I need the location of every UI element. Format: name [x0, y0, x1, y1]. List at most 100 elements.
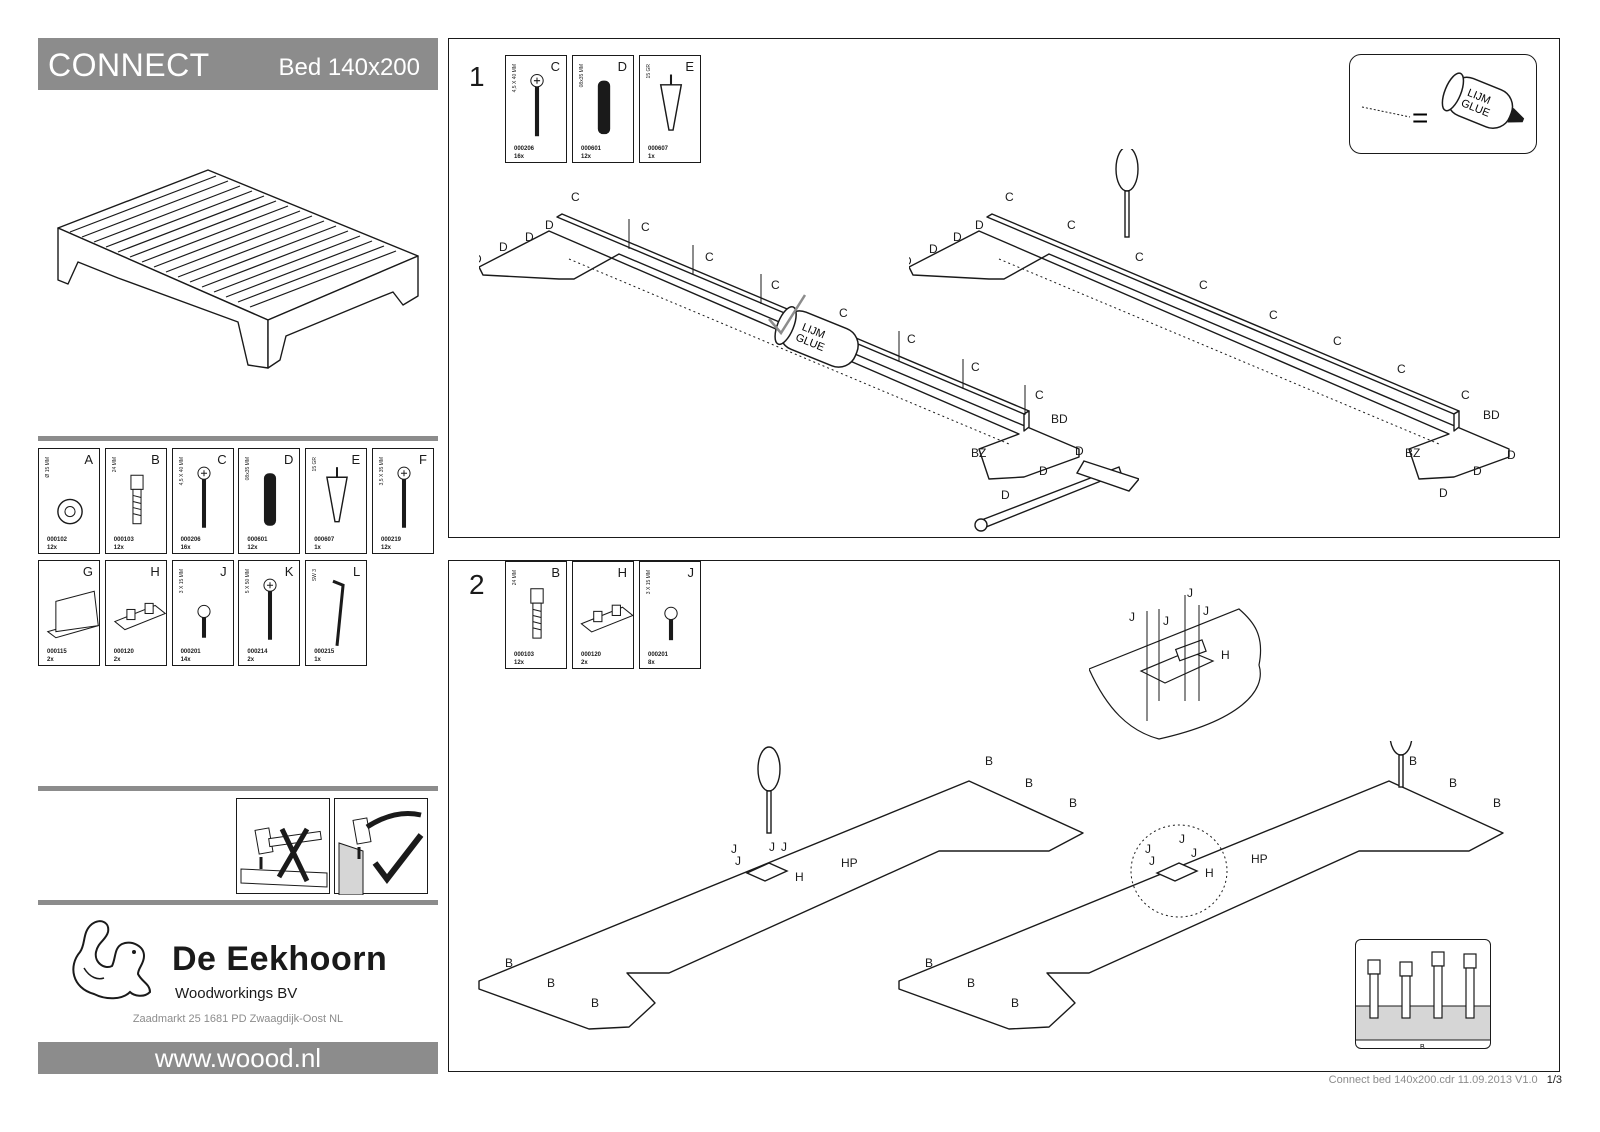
- svg-text:C: C: [641, 220, 650, 234]
- part-quantity: 12x: [113, 545, 124, 551]
- svg-text:B: B: [925, 956, 933, 970]
- svg-text:C: C: [971, 360, 980, 374]
- squirrel-logo-icon: [72, 920, 152, 1000]
- part-dimension: 4,5 X 40 MM: [512, 64, 518, 93]
- svg-text:B: B: [547, 976, 555, 990]
- part-letter: C: [217, 452, 227, 467]
- svg-text:B: B: [1025, 776, 1033, 790]
- part-letter: J: [687, 565, 695, 580]
- bed-overview-illustration: [57, 169, 419, 369]
- part-quantity: 1x: [314, 657, 321, 663]
- cam-lock-icon: [57, 498, 83, 525]
- svg-text:BD: BD: [1483, 408, 1500, 422]
- svg-text:D: D: [909, 254, 912, 268]
- part-quantity: 12x: [381, 545, 392, 551]
- part-code: 000103: [514, 652, 535, 658]
- part-code: 000120: [581, 652, 602, 658]
- part-letter: K: [284, 564, 294, 579]
- wrong-method-box: [236, 798, 330, 894]
- svg-text:C: C: [571, 190, 580, 204]
- screw-icon: [197, 466, 211, 528]
- part-letter: C: [550, 59, 560, 74]
- part-quantity: 12x: [47, 545, 58, 551]
- svg-text:C: C: [1269, 308, 1278, 322]
- company-name: De Eekhoorn: [172, 940, 388, 978]
- part-letter: E: [351, 452, 361, 467]
- svg-text:D: D: [545, 218, 554, 232]
- step-2-detail-blowup: J J J J H: [1089, 586, 1262, 740]
- svg-text:B: B: [1409, 754, 1417, 768]
- part-code: 000215: [314, 649, 335, 655]
- part-letter: E: [685, 59, 694, 74]
- part-box-l: L SW 3 000215 1x: [305, 560, 368, 666]
- part-code: 000201: [648, 652, 669, 658]
- svg-text:BZ: BZ: [1405, 446, 1420, 460]
- divider: [38, 436, 438, 441]
- svg-text:C: C: [1397, 362, 1406, 376]
- svg-text:J: J: [1187, 586, 1193, 600]
- svg-text:H: H: [1221, 648, 1230, 662]
- part-code: 000115: [47, 649, 67, 655]
- part-code: 000102: [47, 537, 68, 543]
- part-quantity: 2x: [247, 657, 255, 663]
- part-dimension: 08x35 MM: [579, 64, 585, 88]
- page-number: 1/3: [1546, 1074, 1562, 1086]
- part-dimension: SW 3: [312, 569, 319, 582]
- svg-text:B: B: [591, 996, 599, 1010]
- svg-text:D: D: [499, 240, 508, 254]
- part-dimension: 24 MM: [512, 570, 518, 586]
- glue-equals: =: [1412, 102, 1428, 133]
- svg-text:D: D: [1473, 464, 1482, 478]
- part-quantity: 16x: [514, 154, 525, 160]
- part-letter: G: [82, 564, 93, 579]
- part-quantity: 16x: [180, 545, 191, 551]
- part-quantity: 12x: [247, 545, 258, 551]
- step-2-panel-right: B B B B B B J J J J H HP: [898, 741, 1504, 1030]
- website-link[interactable]: www.woood.nl: [38, 1042, 438, 1074]
- svg-text:D: D: [1075, 444, 1084, 458]
- step-number: 1: [469, 61, 485, 92]
- svg-text:D: D: [1001, 488, 1010, 502]
- svg-text:J: J: [1203, 604, 1209, 618]
- part-code: 000607: [314, 537, 335, 543]
- svg-text:B: B: [1449, 776, 1457, 790]
- step-2-panel-left: B B B B B B J J J J H HP: [478, 746, 1084, 1030]
- part-quantity: 12x: [514, 660, 525, 666]
- correct-method-box: [334, 798, 428, 895]
- step-number: 2: [469, 569, 485, 600]
- glue-icon: [659, 74, 683, 131]
- svg-text:B: B: [1420, 1044, 1425, 1049]
- svg-text:C: C: [1035, 388, 1044, 402]
- svg-text:J: J: [1179, 832, 1185, 846]
- screw-icon: [530, 74, 544, 137]
- svg-text:C: C: [1461, 388, 1470, 402]
- plate-icon: [580, 604, 634, 633]
- cam-bolt-sequence-icon: B: [1356, 951, 1490, 1049]
- svg-text:B: B: [1069, 796, 1077, 810]
- svg-text:D: D: [479, 252, 482, 266]
- svg-text:J: J: [1191, 846, 1197, 860]
- svg-text:J: J: [735, 854, 741, 868]
- file-info: Connect bed 140x200.cdr 11.09.2013 V1.0: [1328, 1074, 1538, 1086]
- part-code: 000219: [381, 537, 402, 543]
- svg-text:J: J: [1129, 610, 1135, 624]
- part-quantity: 8x: [648, 660, 655, 666]
- svg-text:D: D: [1507, 448, 1516, 462]
- svg-text:J: J: [731, 842, 737, 856]
- bracket-icon: [46, 590, 100, 639]
- part-letter: H: [617, 565, 627, 580]
- screw-icon: [397, 466, 411, 528]
- part-code: 000601: [247, 537, 268, 543]
- part-letter: L: [352, 564, 361, 579]
